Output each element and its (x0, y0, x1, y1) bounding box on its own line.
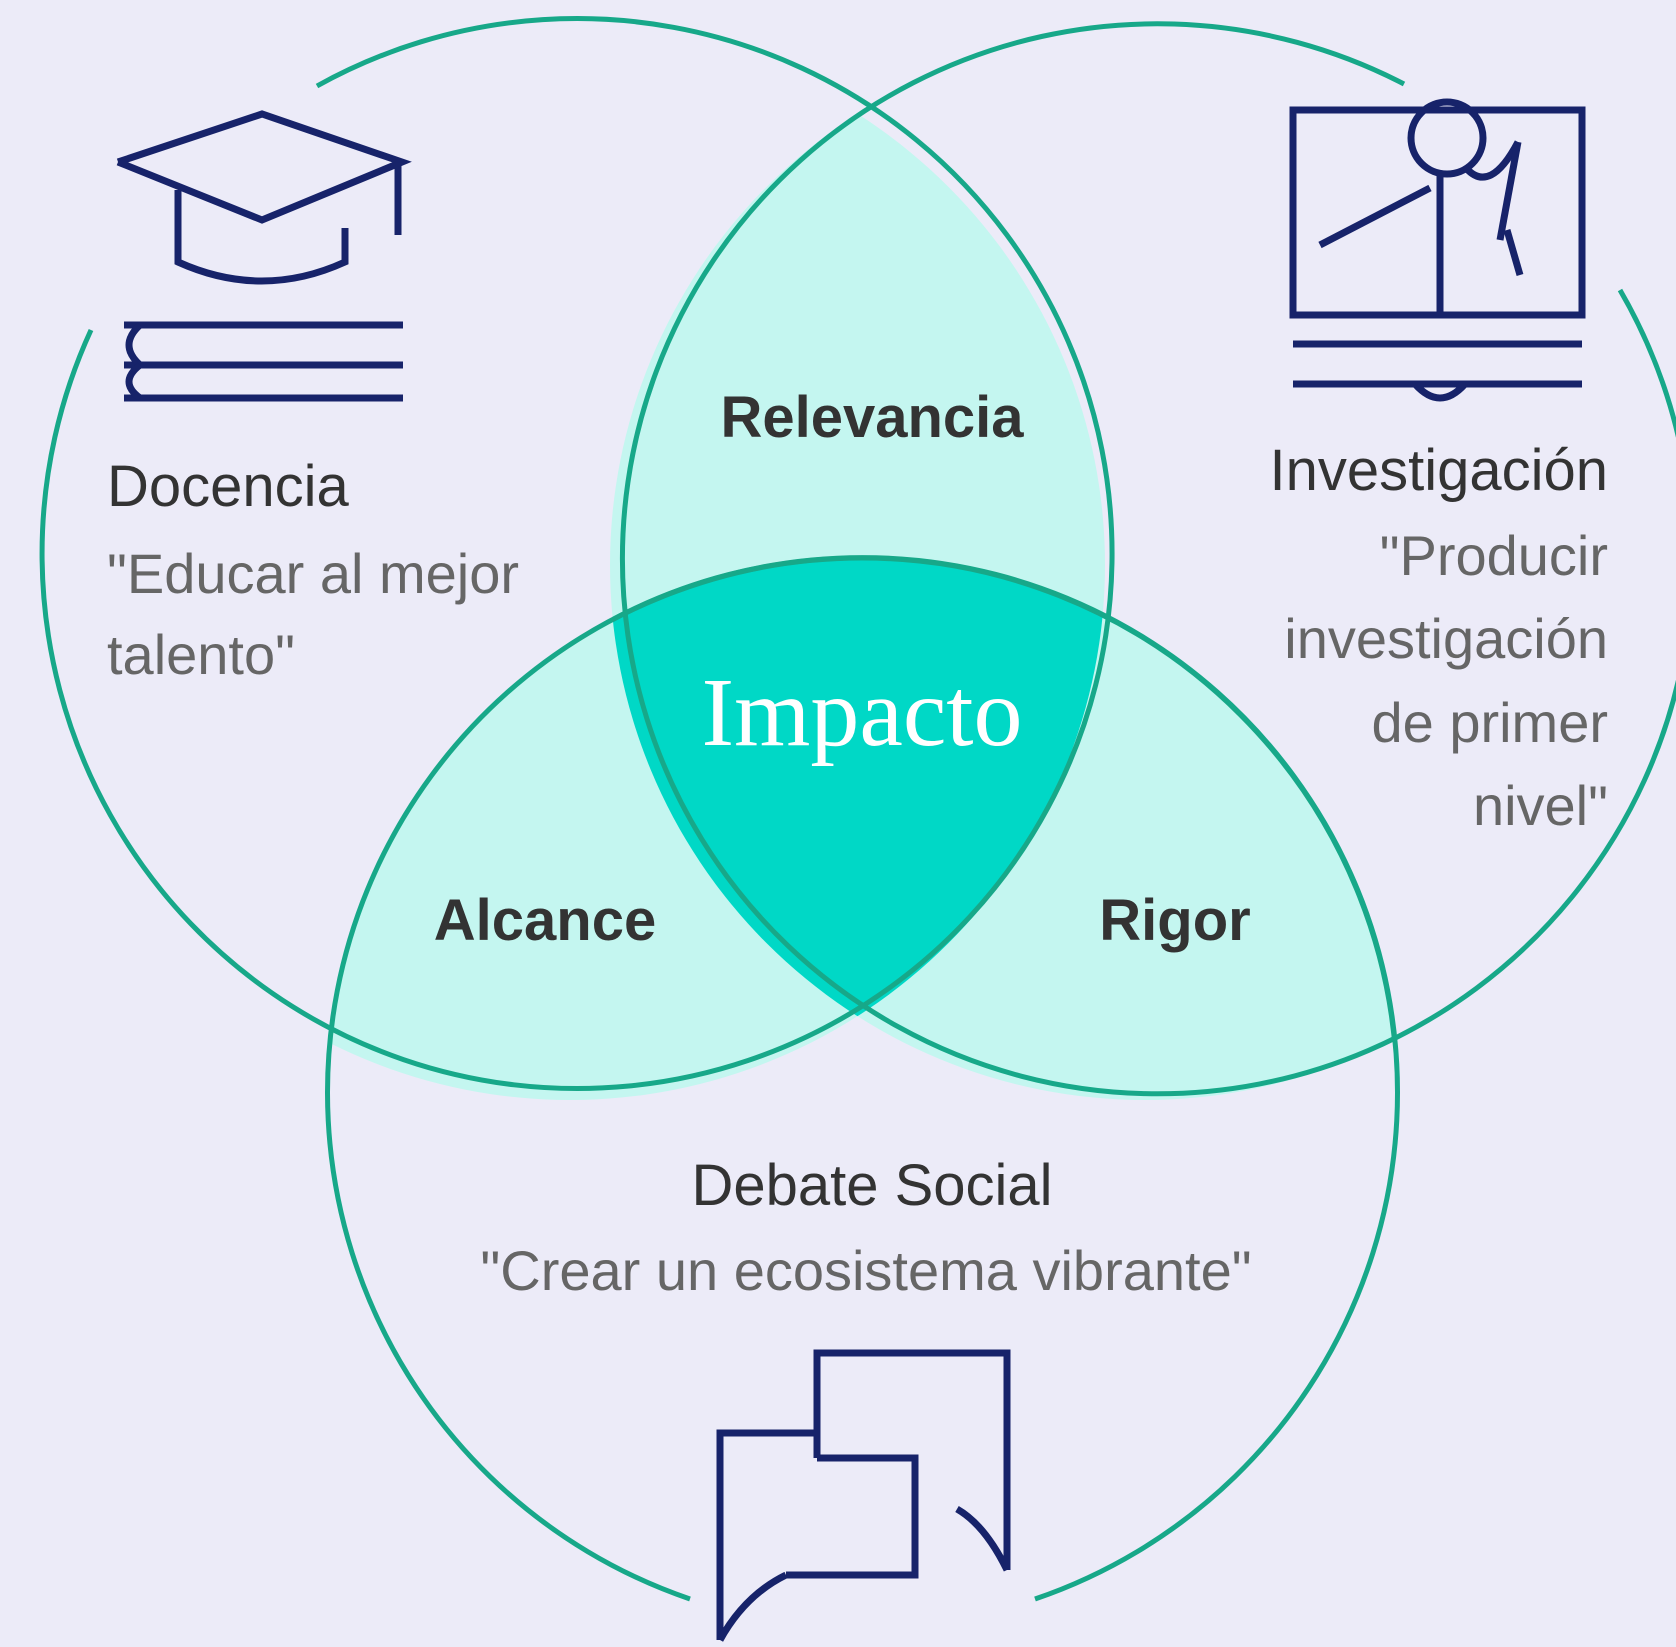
investigacion-circle (619, 21, 1676, 1097)
debate-social-title: Debate Social (691, 1153, 1052, 1218)
docencia-quote-line-2: talento" (107, 623, 295, 686)
investigacion-quote-line-1: "Producir (1380, 524, 1608, 587)
debate-social-quote-line-1: "Crear un ecosistema vibrante" (480, 1239, 1251, 1302)
graduation-cap-books-icon (116, 110, 412, 402)
overlap-label-rigor: Rigor (1099, 888, 1250, 953)
docencia-title: Docencia (107, 454, 350, 519)
speech-bubbles-icon (716, 1349, 1011, 1642)
center-label-impacto: Impacto (701, 659, 1022, 767)
icons (116, 98, 1586, 1642)
investigacion-quote-line-4: nivel" (1473, 774, 1608, 837)
docencia-circle (39, 16, 1115, 1091)
overlap-label-alcance: Alcance (434, 888, 656, 953)
docencia-quote-line-1: "Educar al mejor (107, 542, 519, 605)
investigacion-quote-line-3: de primer (1371, 691, 1608, 754)
overlap-label-relevancia: Relevancia (720, 385, 1024, 450)
investigacion-title: Investigación (1269, 438, 1608, 503)
circle-outlines (39, 16, 1676, 1631)
research-presentation-icon (1289, 98, 1586, 402)
labels: Relevancia Alcance Rigor Impacto Docenci… (107, 385, 1608, 1302)
investigacion-quote-line-2: investigación (1284, 607, 1608, 670)
